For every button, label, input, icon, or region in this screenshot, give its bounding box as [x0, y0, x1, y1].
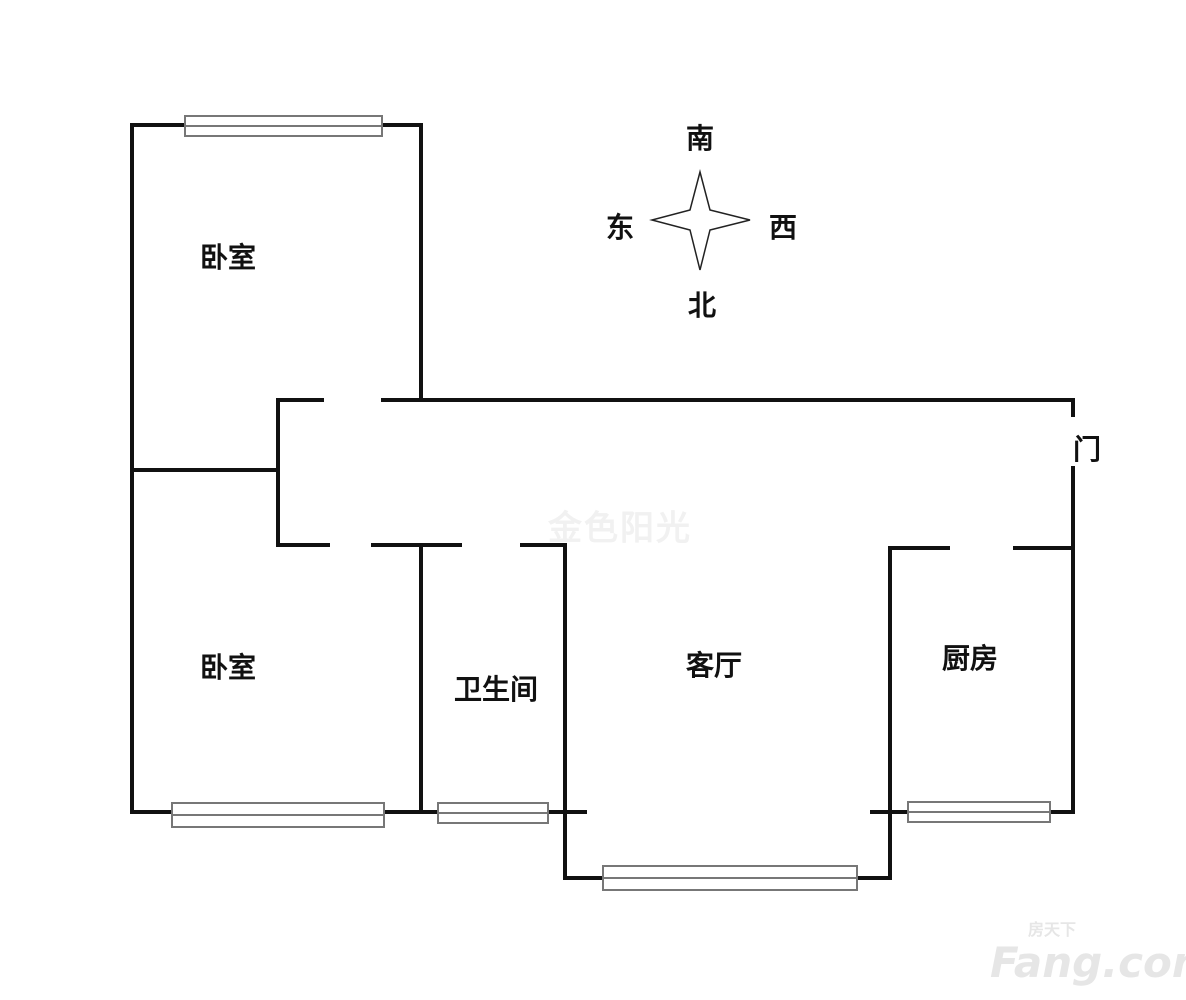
logo-en: Fang.com — [990, 938, 1186, 987]
compass-north: 北 — [687, 289, 717, 322]
room-label-bathroom: 卫生间 — [453, 673, 539, 706]
wall-corridor — [276, 398, 1075, 880]
compass-west: 西 — [768, 211, 798, 244]
compass-east: 东 — [605, 211, 635, 244]
watermark: 金色阳光 — [548, 508, 692, 549]
door-label: 门 — [1072, 433, 1102, 466]
room-label-bedroom-bottom: 卧室 — [199, 651, 257, 684]
compass-south: 南 — [685, 122, 715, 155]
room-label-kitchen: 厨房 — [941, 642, 999, 675]
compass-star-icon — [649, 169, 751, 271]
room-label-bedroom-top: 卧室 — [199, 241, 257, 274]
fang-logo: 房天下 Fang.com — [990, 920, 1186, 992]
room-label-living-room: 客厅 — [685, 649, 743, 682]
logo-cn: 房天下 — [1028, 920, 1077, 939]
